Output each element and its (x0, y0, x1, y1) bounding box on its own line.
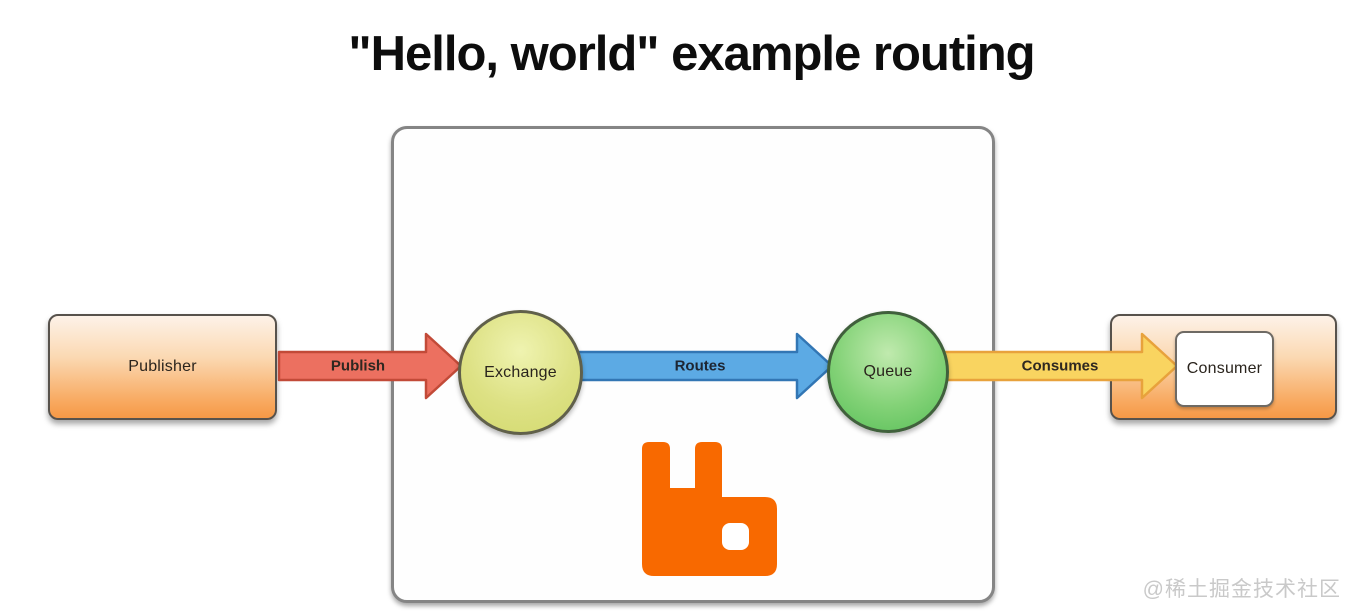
watermark-text: @稀土掘金技术社区 (1142, 578, 1341, 601)
publisher-label: Publisher (128, 358, 197, 375)
consumer-inner-box: Consumer (1175, 331, 1274, 407)
consumes-arrow-label: Consumes (1021, 357, 1099, 375)
exchange-label: Exchange (484, 363, 557, 381)
diagram-title: "Hello, world" example routing (348, 27, 1035, 81)
consumes-arrow (939, 332, 1179, 400)
rabbitmq-logo-eye (722, 523, 749, 550)
queue-label: Queue (863, 363, 913, 380)
rabbitmq-logo-shape (642, 442, 777, 576)
publish-arrow (277, 332, 463, 400)
routes-arrow (574, 332, 834, 400)
queue-node: Queue (827, 311, 949, 433)
consumer-label: Consumer (1186, 360, 1263, 377)
exchange-node: Exchange (458, 310, 583, 435)
publish-arrow-label: Publish (330, 357, 386, 375)
publisher-node: Publisher (48, 314, 277, 420)
rabbitmq-logo-icon (642, 442, 777, 576)
routes-arrow-label: Routes (674, 357, 726, 375)
